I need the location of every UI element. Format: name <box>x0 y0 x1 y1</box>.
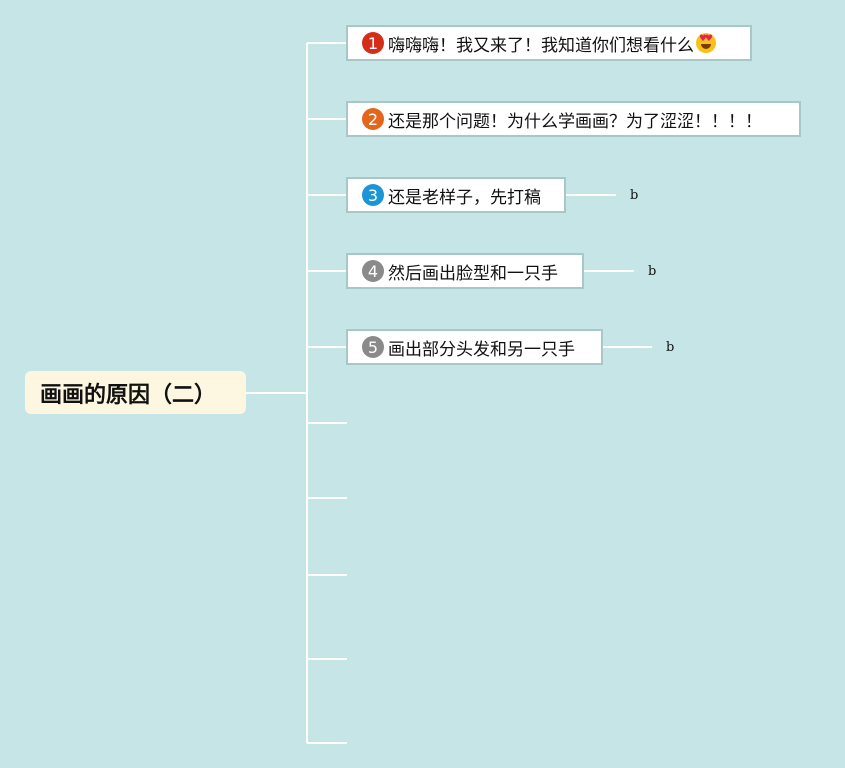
topic-4[interactable]: 4 然后画出脸型和一只手 <box>346 253 584 289</box>
root-topic-label: 画画的原因（二） <box>40 382 217 408</box>
root-topic[interactable]: 画画的原因（二） <box>25 371 246 414</box>
topic-1-label: 嗨嗨嗨！我又来了！我知道你们想看什么 <box>388 35 694 56</box>
topic-5-subtopic[interactable]: b <box>666 340 675 355</box>
topic-2[interactable]: 2 还是那个问题！为什么学画画？为了涩涩！！！！ <box>346 101 801 137</box>
number-2-badge-icon: 2 <box>362 108 384 130</box>
topic-3-subtopic[interactable]: b <box>630 188 639 203</box>
topic-3-label: 还是老样子，先打稿 <box>388 187 541 208</box>
number-1-badge-icon: 1 <box>362 32 384 54</box>
number-5-badge-icon: 5 <box>362 336 384 358</box>
heart-eyes-emoji-icon <box>696 33 716 53</box>
topic-4-subtopic[interactable]: b <box>648 264 657 279</box>
topic-3[interactable]: 3 还是老样子，先打稿 <box>346 177 566 213</box>
topic-2-label: 还是那个问题！为什么学画画？为了涩涩！！！！ <box>388 111 762 132</box>
number-4-badge-icon: 4 <box>362 260 384 282</box>
topic-5-label: 画出部分头发和另一只手 <box>388 339 575 360</box>
topic-1[interactable]: 1 嗨嗨嗨！我又来了！我知道你们想看什么 <box>346 25 752 61</box>
number-3-badge-icon: 3 <box>362 184 384 206</box>
topic-5[interactable]: 5 画出部分头发和另一只手 <box>346 329 603 365</box>
topic-4-label: 然后画出脸型和一只手 <box>388 263 558 284</box>
